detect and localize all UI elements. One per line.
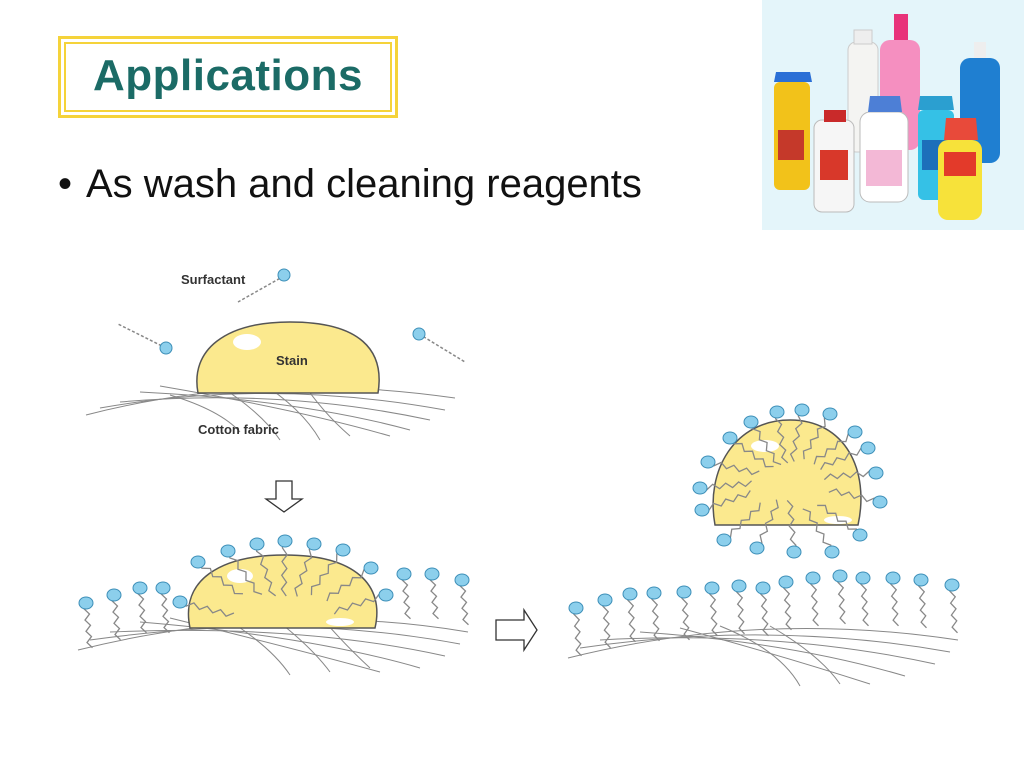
surfactant-molecule xyxy=(813,425,863,465)
slide-title: Applications xyxy=(92,51,364,100)
surfactant-molecule xyxy=(694,490,751,517)
surfactant-molecule xyxy=(789,403,810,462)
surfactant-molecule xyxy=(190,555,243,595)
surfactant-molecule xyxy=(132,581,148,634)
stain-label: Stain xyxy=(276,353,308,368)
surfactant-molecule xyxy=(568,601,584,657)
surfactant-molecule xyxy=(622,587,638,643)
surfactant-label: Surfactant xyxy=(181,272,246,287)
hollow-down-arrow-icon xyxy=(263,480,305,513)
cotton-fabric-label: Cotton fabric xyxy=(198,422,279,437)
surfactant-molecule xyxy=(731,579,747,635)
panel-surfactant-adsorption xyxy=(77,534,470,676)
surfactants-micelle-and-fabric xyxy=(568,403,960,657)
surfactant-molecule xyxy=(155,581,171,634)
fabric-mesh-3 xyxy=(567,625,959,687)
surfactant-molecule xyxy=(802,407,838,460)
surfactant-molecule xyxy=(676,585,692,641)
adsorbed-surfactants-2 xyxy=(78,534,470,649)
surfactant-molecule xyxy=(755,581,771,637)
slide-title-box: Applications xyxy=(58,36,398,118)
surfactant-molecule xyxy=(249,537,277,597)
panel-stain-on-fabric: Stain Cotton fabric Surfactant xyxy=(85,268,466,441)
surfactant-molecule xyxy=(828,488,888,509)
surfactant-molecule xyxy=(722,431,774,468)
hollow-right-arrow-icon xyxy=(495,607,538,653)
surfactant-molecule xyxy=(786,499,802,559)
panel-stain-removed xyxy=(567,403,960,687)
surfactant-molecule xyxy=(78,596,94,649)
surfactant-molecule xyxy=(237,268,291,303)
surfactant-molecule xyxy=(326,561,379,602)
surfactant-molecule xyxy=(700,455,760,476)
stain-micelle xyxy=(712,419,862,526)
surfactant-molecule xyxy=(944,578,960,634)
surfactant-molecule xyxy=(333,588,394,615)
surfactant-molecule xyxy=(778,575,794,631)
bullet-text: As wash and cleaning reagents xyxy=(86,162,642,206)
surfactant-molecule xyxy=(749,499,779,555)
bullet-dot: • xyxy=(58,162,73,206)
surfactant-molecule xyxy=(310,543,351,596)
surfactant-molecule xyxy=(294,537,322,597)
surfactant-molecule xyxy=(855,571,871,627)
surfactant-molecule xyxy=(885,571,901,627)
surfactant-molecule xyxy=(832,569,848,625)
surfactant-molecule xyxy=(692,480,753,495)
surfactant-molecule xyxy=(716,502,761,547)
surfactant-molecule xyxy=(805,571,821,627)
surfactant-molecule xyxy=(817,504,868,542)
surfactant-molecule xyxy=(106,588,122,641)
surfactant-molecule xyxy=(396,567,412,620)
surfactant-molecule xyxy=(769,405,789,464)
surfactant-molecule xyxy=(597,593,613,649)
surfactant-molecule xyxy=(704,581,720,637)
bullet-item: • As wash and cleaning reagents xyxy=(58,162,642,207)
surfactant-molecule xyxy=(743,415,782,466)
surfactant-molecule xyxy=(172,595,235,617)
surfactant-molecule xyxy=(646,586,662,642)
surfactant-molecule xyxy=(454,573,470,626)
cleaning-products-photo xyxy=(762,0,1024,230)
surfactant-molecule xyxy=(220,544,263,595)
surfactant-molecule xyxy=(277,534,293,597)
surfactant-molecule xyxy=(117,323,173,355)
surfactant-molecule xyxy=(820,441,876,470)
surfactant-molecule xyxy=(913,573,929,629)
surfactant-molecule xyxy=(823,466,884,481)
surfactant-molecule xyxy=(424,567,440,620)
surfactant-molecule xyxy=(802,508,840,559)
surfactant-molecule xyxy=(412,327,466,363)
